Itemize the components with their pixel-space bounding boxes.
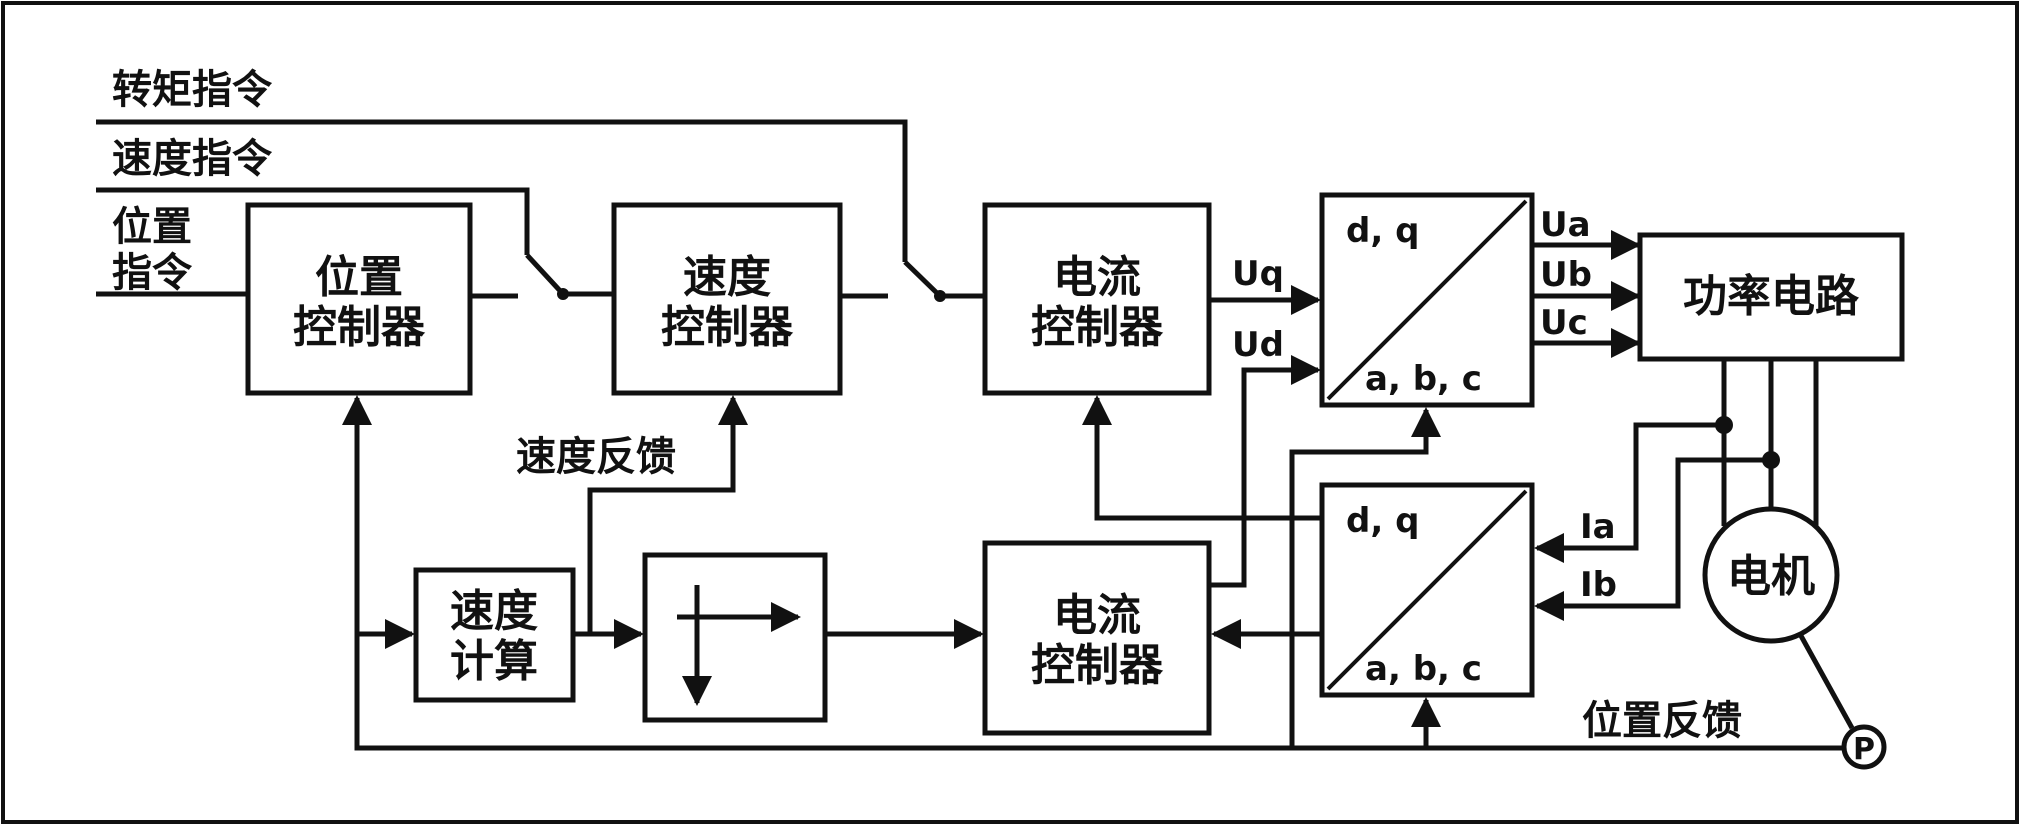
current-controller-bottom-label-2: 控制器: [1031, 640, 1164, 691]
power-circuit-block: [1637, 232, 1905, 362]
speed-feedback-line: [587, 395, 748, 634]
position-feedback-bus: [342, 395, 1843, 751]
speed-calc-block: [413, 567, 576, 703]
torque-command-line: [96, 119, 908, 262]
position-controller-block: [245, 202, 473, 396]
current-controller-bottom-block: [982, 540, 1212, 736]
dq-to-abc-out-label: a, b, c: [1365, 359, 1482, 399]
speed-calc-label-1: 速度: [450, 586, 538, 637]
encoder-circle: [1841, 724, 1887, 770]
axis-transform-block: [642, 552, 828, 723]
speed-calc-label-2: 计算: [450, 636, 538, 687]
ia-feedback-line: [1534, 422, 1724, 563]
current-controller-top-label-1: 电流: [1053, 252, 1141, 303]
ib-label: Ib: [1580, 565, 1617, 605]
motor-label: 电机: [1727, 551, 1815, 602]
dq-to-abc-diagonal: [1326, 199, 1528, 401]
speed-command-label: 速度指令: [112, 136, 273, 182]
speed-command-line: [96, 187, 530, 255]
abc-to-dq-out-label: a, b, c: [1365, 649, 1482, 689]
torque-command-label: 转矩指令: [112, 67, 273, 113]
motor-circle: [1702, 506, 1840, 644]
position-feedback-label: 位置反馈: [1582, 698, 1742, 744]
power-circuit-label: 功率电路: [1683, 271, 1860, 322]
torque-switch-blade: [903, 260, 942, 298]
speed-controller-label-1: 速度: [683, 252, 771, 303]
ud-line: [1209, 355, 1321, 588]
speed-switch-blade: [525, 253, 565, 296]
ua-label: Ua: [1540, 205, 1591, 245]
ia-label: Ia: [1580, 507, 1616, 547]
speed-feedback-label: 速度反馈: [516, 434, 676, 480]
encoder-label: P: [1853, 732, 1875, 767]
position-command-label-1: 位置: [112, 204, 192, 250]
current-controller-bottom-label-1: 电流: [1053, 590, 1141, 641]
angle-to-top-transform: [1289, 407, 1441, 748]
current-feedback-to-top-ctrl: [1082, 395, 1322, 521]
abc-to-dq-in-label: d, q: [1346, 501, 1419, 541]
uq-label: Uq: [1232, 254, 1284, 294]
ib-feedback-line: [1534, 457, 1771, 621]
current-controller-top-block: [982, 202, 1212, 396]
position-command-label-2: 指令: [112, 250, 193, 296]
abc-to-dq-diagonal: [1326, 489, 1528, 691]
speed-controller-label-2: 控制器: [661, 302, 794, 353]
ud-label: Ud: [1232, 325, 1284, 365]
current-controller-top-label-2: 控制器: [1031, 302, 1164, 353]
dq-to-abc-in-label: d, q: [1346, 211, 1419, 251]
position-controller-label-2: 控制器: [293, 302, 426, 353]
position-controller-label-1: 位置: [315, 252, 403, 303]
speed-controller-block: [611, 202, 843, 396]
motor-encoder-link: [1797, 632, 1855, 730]
uc-label: Uc: [1540, 303, 1588, 343]
ub-label: Ub: [1540, 255, 1592, 295]
